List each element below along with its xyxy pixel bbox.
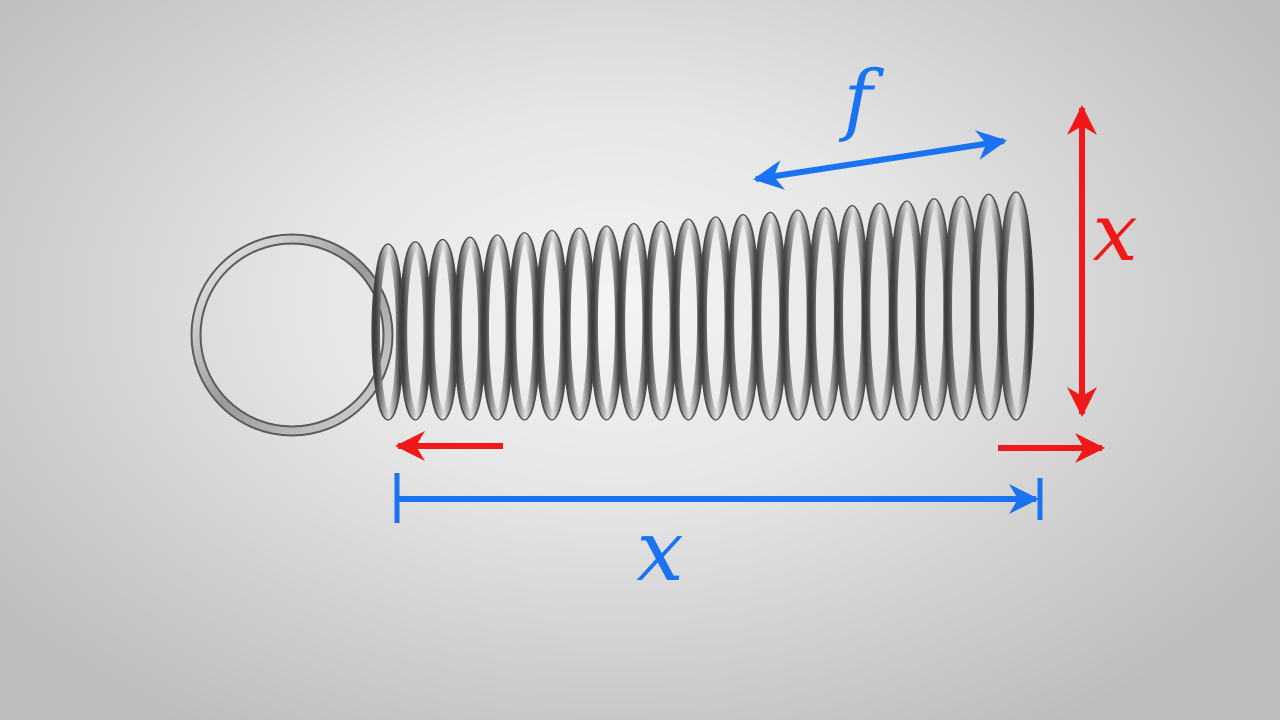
- force-label: f: [839, 55, 885, 145]
- spring-coil: [889, 201, 925, 420]
- length-dimension: [394, 473, 1043, 523]
- spring-coil: [426, 239, 459, 421]
- spring-coil: [480, 234, 514, 421]
- spring-coil: [589, 225, 623, 420]
- spring-coil: [562, 228, 596, 420]
- spring-coil: [916, 198, 952, 420]
- length-label: x: [636, 502, 683, 600]
- spring-coils: [371, 191, 1035, 421]
- spring-coil: [453, 237, 487, 421]
- spring-coil: [835, 205, 870, 421]
- spring-coil: [753, 212, 788, 421]
- spring-coil: [508, 232, 541, 421]
- vertical-extension-label: x: [1092, 186, 1137, 279]
- spring-end-loop: [190, 233, 394, 437]
- spring-coil: [807, 207, 842, 421]
- spring-coil: [726, 214, 760, 421]
- spring-coil: [617, 223, 651, 420]
- force-arrow: [753, 130, 1007, 190]
- spring-coil: [998, 192, 1034, 420]
- spring-coil: [399, 241, 432, 420]
- spring-coil: [698, 216, 733, 420]
- spring-coil: [671, 219, 706, 420]
- spring-coil: [644, 221, 678, 420]
- spring-coil: [862, 203, 897, 420]
- spring-coil: [535, 230, 569, 420]
- spring-coil-edge: [997, 191, 1035, 421]
- spring-coil: [780, 210, 815, 421]
